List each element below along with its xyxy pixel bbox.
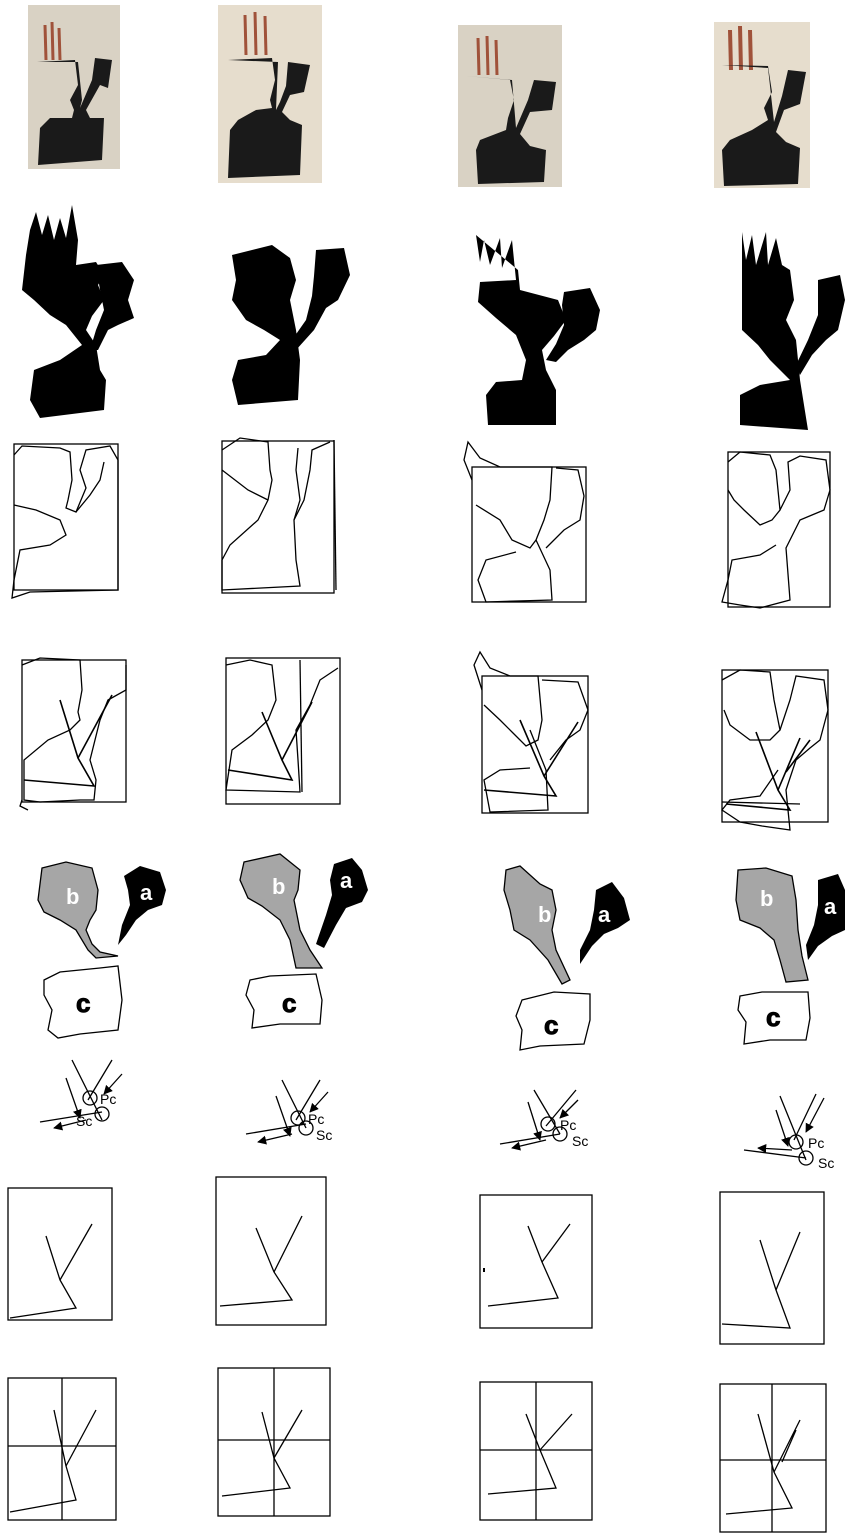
row-skeleton-quadrant-grid	[8, 1368, 826, 1532]
row-segmented-components: b a c b a c b a c b a c	[38, 854, 845, 1050]
component-b	[240, 854, 322, 968]
row-contour-bounding-box	[12, 438, 830, 608]
silhouette-3	[476, 235, 566, 425]
primary-crossing-marker	[83, 1091, 97, 1105]
contour-box-4	[722, 452, 830, 608]
pc-label: Pc	[308, 1111, 324, 1127]
label-c: c	[282, 988, 296, 1018]
row-contour-skeleton	[20, 652, 828, 830]
skeleton-grid-4	[720, 1384, 826, 1532]
sc-label: Sc	[818, 1155, 834, 1171]
row-manuscript-photos	[28, 5, 810, 188]
skeleton-grid-1	[8, 1378, 116, 1520]
components-1: b a c	[38, 862, 166, 1038]
label-a: a	[340, 868, 353, 893]
label-a: a	[598, 902, 611, 927]
label-a: a	[140, 880, 153, 905]
label-b: b	[538, 902, 551, 927]
label-c: c	[76, 988, 90, 1018]
label-a: a	[824, 894, 837, 919]
contour-box-2	[222, 438, 336, 593]
label-b: b	[66, 884, 79, 909]
contour-box-1	[12, 444, 118, 598]
row-binarized-silhouettes	[22, 205, 845, 430]
contour-skeleton-3	[474, 652, 588, 813]
strokes-4: Pc Sc	[744, 1094, 834, 1171]
pc-label: Pc	[100, 1091, 116, 1107]
skeleton-grid-2	[218, 1368, 330, 1516]
contour-skeleton-4	[722, 670, 828, 830]
skeleton-box-3	[480, 1195, 592, 1328]
row-stroke-directions: Pc Sc Pc Sc Pc Sc	[40, 1060, 834, 1171]
silhouette-4-right	[796, 275, 845, 375]
label-c: c	[766, 1002, 780, 1032]
photo-4	[714, 22, 810, 188]
label-b: b	[272, 874, 285, 899]
skeleton-box-1	[8, 1188, 112, 1320]
skeleton-box-4	[720, 1192, 824, 1344]
contour-skeleton-2	[226, 658, 340, 804]
photo-3	[458, 25, 562, 187]
components-4: b a c	[736, 868, 845, 1044]
components-2: b a c	[240, 854, 368, 1028]
pc-label: Pc	[808, 1135, 824, 1151]
silhouette-2-right	[292, 248, 350, 350]
component-b	[38, 862, 118, 958]
component-b	[504, 866, 570, 984]
sc-label: Sc	[76, 1113, 92, 1129]
pc-label: Pc	[560, 1117, 576, 1133]
component-a	[118, 866, 166, 945]
contour-box-3	[464, 442, 586, 602]
contour-skeleton-1	[20, 658, 126, 810]
photo-2	[218, 5, 322, 183]
components-3: b a c	[504, 866, 630, 1050]
skeleton-box-2	[216, 1177, 326, 1325]
silhouette-1	[22, 205, 106, 418]
strokes-2: Pc Sc	[246, 1080, 332, 1143]
strokes-1: Pc Sc	[40, 1060, 122, 1129]
label-c: c	[544, 1010, 558, 1040]
label-b: b	[760, 886, 773, 911]
strokes-3: Pc Sc	[500, 1090, 588, 1149]
row-skeleton-box	[8, 1177, 824, 1344]
skeleton-grid-3	[480, 1382, 592, 1520]
photo-1	[28, 5, 120, 169]
sc-label: Sc	[572, 1133, 588, 1149]
sc-label: Sc	[316, 1127, 332, 1143]
silhouette-2	[232, 245, 300, 405]
silhouette-4	[740, 232, 808, 430]
